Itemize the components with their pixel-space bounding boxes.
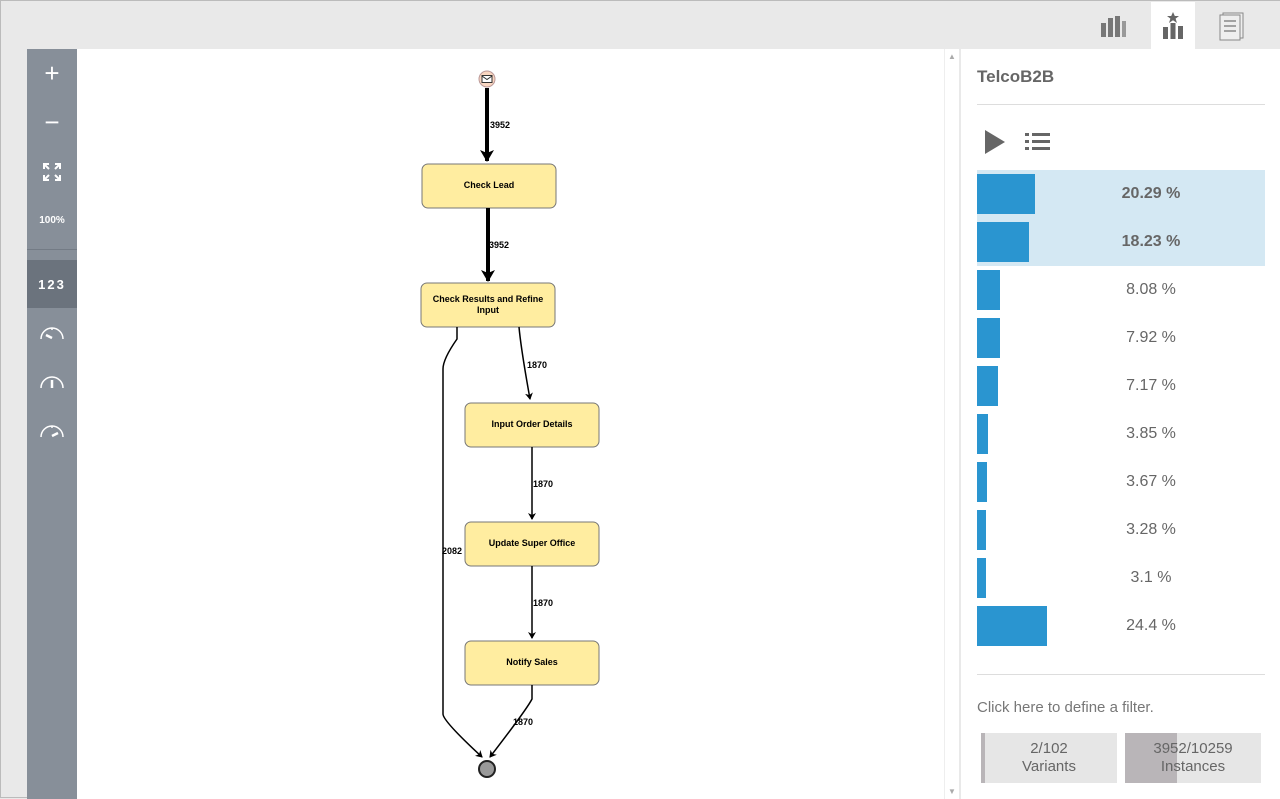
gauge-slow-icon — [40, 326, 64, 339]
speed-slow-button[interactable] — [27, 308, 77, 357]
expand-icon — [43, 162, 61, 181]
variant-percentage: 20.29 % — [1121, 185, 1181, 202]
variant-bar — [977, 462, 988, 502]
variant-row[interactable]: 7.92 % — [977, 314, 1265, 362]
instances-label: Instances — [1160, 758, 1226, 775]
scroll-down-icon[interactable]: ▼ — [948, 787, 956, 796]
variant-row[interactable]: 3.1 % — [977, 554, 1265, 602]
define-filter-link[interactable]: Click here to define a filter. — [977, 699, 1154, 716]
svg-text:Notify Sales: Notify Sales — [506, 657, 558, 667]
envelope-icon — [481, 75, 493, 81]
variant-percentage: 3.67 % — [1126, 473, 1176, 490]
end-event[interactable] — [478, 760, 496, 778]
top-bar — [1, 1, 1280, 49]
edge-label: 1870 — [527, 360, 547, 370]
fit-to-screen-button[interactable] — [27, 147, 77, 196]
svg-text:Check Lead: Check Lead — [464, 180, 515, 190]
zoom-out-button[interactable]: − — [44, 107, 60, 137]
variant-row[interactable]: 8.08 % — [977, 266, 1265, 314]
scroll-up-icon[interactable]: ▲ — [948, 52, 956, 61]
variant-bar — [977, 558, 986, 598]
variant-row[interactable]: 3.85 % — [977, 410, 1265, 458]
variant-row[interactable]: 7.17 % — [977, 362, 1265, 410]
node-update-super-office[interactable]: Update Super Office — [464, 521, 600, 567]
variant-bar — [977, 510, 987, 550]
speed-fast-button[interactable] — [27, 406, 77, 455]
variant-bar — [977, 174, 1036, 214]
variant-row[interactable]: 18.23 % — [977, 218, 1265, 266]
zoom-in-button[interactable]: + — [44, 58, 60, 88]
variant-percentage: 3.28 % — [1126, 521, 1176, 538]
tab-details[interactable] — [1209, 2, 1253, 49]
log-title: TelcoB2B — [977, 67, 1055, 86]
variant-percentage: 7.17 % — [1126, 377, 1176, 394]
gauge-fast-icon — [40, 424, 64, 437]
variant-bar — [977, 270, 1001, 310]
edge-check-results-end[interactable] — [442, 327, 483, 758]
start-event[interactable] — [478, 70, 496, 88]
variant-percentage: 3.85 % — [1126, 425, 1176, 442]
zoom-100-button[interactable]: 100% — [39, 215, 65, 226]
variant-bar — [977, 414, 988, 454]
edge-check-results-input-order[interactable] — [518, 326, 533, 400]
divider — [977, 674, 1265, 675]
node-check-lead[interactable]: Check Lead — [421, 163, 557, 209]
variants-label: Variants — [1022, 758, 1076, 775]
bar-chart-icon — [1101, 15, 1126, 37]
show-frequency-button[interactable]: 123 — [27, 260, 77, 308]
edge-label: 2082 — [442, 546, 462, 556]
tab-statistics[interactable] — [1091, 2, 1135, 49]
variant-bar — [977, 222, 1030, 262]
edge-label: 3952 — [489, 240, 509, 250]
variants-count: 2/102 — [1030, 740, 1068, 757]
tab-variants[interactable] — [1151, 2, 1195, 49]
list-icon[interactable] — [1025, 132, 1051, 152]
svg-text:Input Order Details: Input Order Details — [491, 419, 572, 429]
variant-bar — [977, 318, 1000, 358]
edge-label: 1870 — [533, 479, 553, 489]
edge-notify-end[interactable] — [489, 685, 533, 758]
edge-label: 1870 — [513, 717, 533, 727]
divider — [27, 249, 77, 250]
edge-label: 1870 — [533, 598, 553, 608]
gauge-medium-icon — [40, 375, 64, 388]
variant-row[interactable]: 3.28 % — [977, 506, 1265, 554]
map-toolbar: + − 100% 123 — [27, 49, 77, 799]
node-input-order-details[interactable]: Input Order Details — [464, 402, 600, 448]
instances-count: 3952/10259 — [1153, 740, 1233, 757]
vertical-scrollbar[interactable]: ▲ ▼ — [944, 49, 959, 799]
variant-percentage: 8.08 % — [1126, 281, 1176, 298]
document-icon — [1219, 12, 1244, 40]
variant-bar — [977, 366, 998, 406]
svg-text:Check Results and Refine: Check Results and Refine — [433, 294, 544, 304]
variants-fill — [981, 733, 985, 783]
svg-text:Update Super Office: Update Super Office — [489, 538, 576, 548]
top-variants-icon — [1163, 11, 1183, 39]
play-icon[interactable] — [983, 129, 1007, 155]
divider — [977, 104, 1265, 105]
edge-label: 3952 — [490, 120, 510, 130]
process-map-canvas[interactable]: 3952 Check Lead 3952 Check Results and R… — [77, 49, 944, 799]
variant-percentage: 3.1 % — [1130, 569, 1172, 586]
variant-row[interactable]: 3.67 % — [977, 458, 1265, 506]
variant-row[interactable]: 24.4 % — [977, 602, 1265, 650]
variant-percentage: 18.23 % — [1121, 233, 1181, 250]
node-notify-sales[interactable]: Notify Sales — [464, 640, 600, 686]
variant-percentage: 24.4 % — [1126, 617, 1176, 634]
speed-medium-button[interactable] — [27, 357, 77, 406]
variant-bar — [977, 606, 1047, 646]
svg-text:Input: Input — [477, 305, 499, 315]
variant-row[interactable]: 20.29 % — [977, 170, 1265, 218]
variants-panel: TelcoB2B 20.29 % 18.23 % 8.08 % 7.92 % 7.17 … — [959, 49, 1280, 799]
variant-percentage: 7.92 % — [1126, 329, 1176, 346]
instances-fill — [1125, 733, 1178, 783]
